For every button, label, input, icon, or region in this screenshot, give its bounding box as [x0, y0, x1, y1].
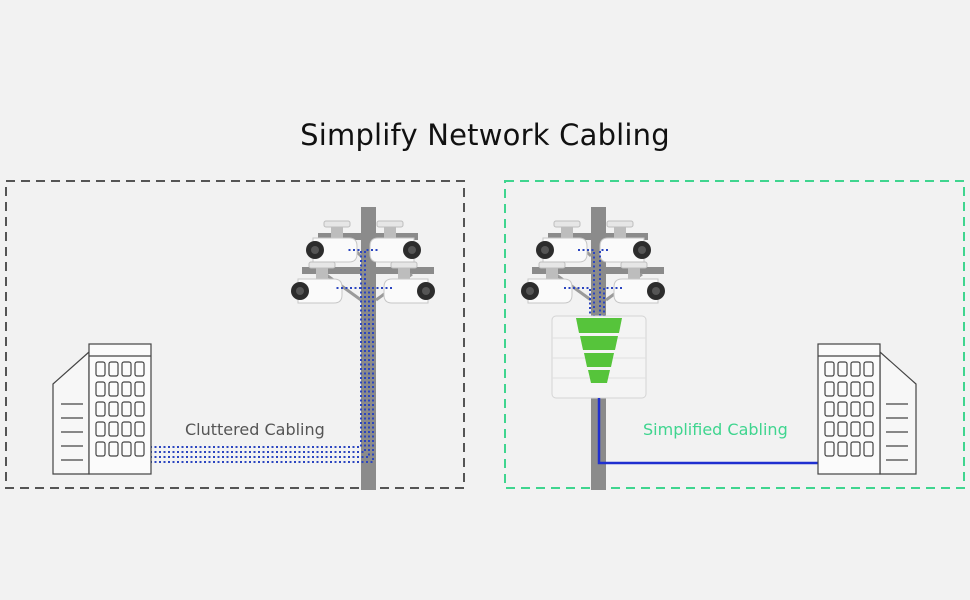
cluttered-cabling-label: Cluttered Cabling	[185, 420, 325, 439]
left-building-icon	[52, 343, 152, 475]
bullet-camera-icon	[599, 220, 652, 263]
network-switch-icon	[551, 315, 647, 399]
bullet-camera-icon	[535, 220, 588, 263]
simplified-cabling-label: Simplified Cabling	[643, 420, 788, 439]
diagram-title: Simplify Network Cabling	[300, 118, 670, 152]
camera-to-switch-cables	[564, 249, 622, 316]
bullet-camera-icon	[369, 220, 422, 263]
cluttered-cables	[150, 249, 392, 463]
right-building-icon	[817, 343, 917, 475]
simplified-cable	[597, 398, 822, 465]
bullet-camera-icon	[520, 261, 573, 304]
bullet-camera-icon	[305, 220, 358, 263]
left-panel-frame	[5, 180, 465, 489]
right-panel-frame	[504, 180, 965, 489]
bullet-camera-icon	[290, 261, 343, 304]
